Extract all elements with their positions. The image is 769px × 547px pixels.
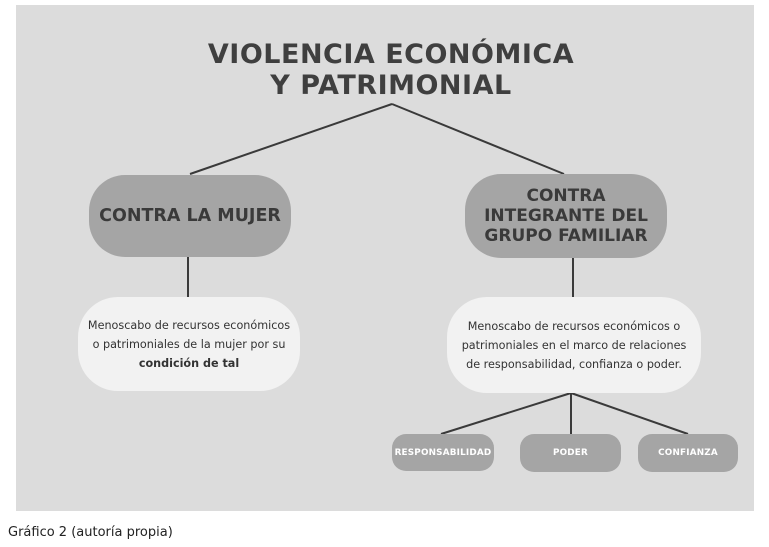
description-line-1: Menoscabo de recursos económicos xyxy=(87,318,291,332)
connector-desc-resp xyxy=(440,392,572,435)
category-label-line-3: GRUPO FAMILIAR xyxy=(484,226,648,246)
leaf-poder: PODER xyxy=(520,434,621,472)
description-line-2: patrimoniales en el marco de relaciones xyxy=(461,338,687,352)
category-label-line-1: CONTRA xyxy=(526,186,606,206)
leaf-confianza: CONFIANZA xyxy=(638,434,738,472)
connector-title-right xyxy=(391,103,565,175)
description-mujer: Menoscabo de recursos económicos o patri… xyxy=(78,297,300,391)
connector-lines xyxy=(187,103,689,435)
title-line-2: Y PATRIMONIAL xyxy=(270,70,512,101)
leaf-responsabilidad: RESPONSABILIDAD xyxy=(392,434,494,471)
diagram-title: VIOLENCIA ECONÓMICA Y PATRIMONIAL xyxy=(186,39,596,101)
description-line-1: Menoscabo de recursos económicos o xyxy=(467,319,681,333)
title-line-1: VIOLENCIA ECONÓMICA xyxy=(207,39,575,70)
category-contra-grupo-familiar: CONTRA INTEGRANTE DEL GRUPO FAMILIAR xyxy=(465,174,667,258)
connector-desc-conf xyxy=(570,392,689,435)
category-contra-la-mujer: CONTRA LA MUJER xyxy=(89,175,291,257)
category-label: CONTRA LA MUJER xyxy=(99,206,281,226)
description-line-2: o patrimoniales de la mujer por su xyxy=(92,337,286,351)
connector-title-left xyxy=(189,103,393,175)
description-line-3-bold: condición de tal xyxy=(138,356,240,370)
figure-caption: Gráfico 2 (autoría propia) xyxy=(8,525,173,540)
description-grupo-familiar: Menoscabo de recursos económicos o patri… xyxy=(447,297,701,393)
category-label-line-2: INTEGRANTE DEL xyxy=(484,206,648,226)
description-line-3: de responsabilidad, confianza o poder. xyxy=(466,357,682,371)
diagram-canvas: VIOLENCIA ECONÓMICA Y PATRIMONIAL CONTRA… xyxy=(16,5,754,511)
